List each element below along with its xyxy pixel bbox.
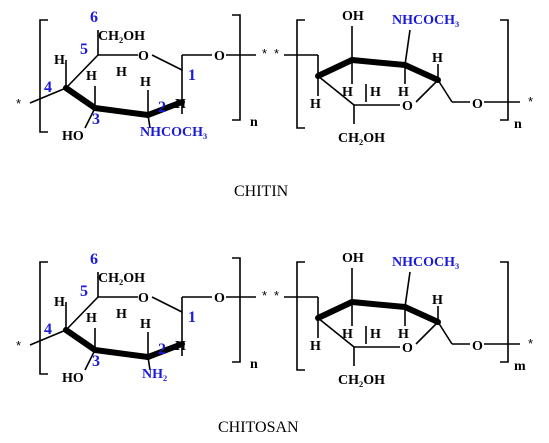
chitosan-right-h1: H [432,293,443,308]
chitosan-right-link-o: O [472,339,483,354]
chitosan-carbon-1: 1 [188,309,196,326]
chitosan-right-bracket-open [296,261,305,371]
chitosan-left-bracket-close [232,257,241,363]
chitosan-carbon-3: 3 [92,353,100,370]
chitin-right-ch2oh: CH₂OH [338,131,385,146]
chitosan-left-h1: H [175,339,186,354]
chitosan-right-ch2oh: CH₂OH [338,373,385,388]
chitosan-structure: CH₂OH O O H H H H H HO NH₂ n 6 5 4 3 2 1… [16,251,533,436]
chitosan-star-right: * [528,336,533,351]
chitin-right-h2: H [398,85,409,100]
chitin-left-h2: H [140,75,151,90]
chitosan-star-mid-a: * [262,288,267,303]
chitosan-star-left: * [16,338,21,353]
chitin-left-ring-o: O [138,49,149,64]
chitosan-right-bracket-close [500,261,509,363]
chitosan-caption: CHITOSAN [218,419,299,436]
chitin-carbon-1: 1 [188,67,196,84]
chitosan-left-ho: HO [62,371,84,386]
chitosan-carbon-6: 6 [90,251,98,268]
chitin-star-mid-b: * [274,46,279,61]
chitin-carbon-3: 3 [92,111,100,128]
chitin-right-h1: H [432,51,443,66]
chitosan-carbon-4: 4 [44,321,52,338]
chitin-left-ho: HO [62,129,84,144]
chitin-left-ring [29,30,256,129]
chitosan-right-ring [284,268,520,366]
chitosan-star-mid-b: * [274,288,279,303]
chitin-star-mid-a: * [262,46,267,61]
chitin-left-nhcoch3: NHCOCH₃ [140,125,207,140]
chitin-left-h1: H [175,97,186,112]
chitin-right-bracket-close [500,19,509,121]
chitin-left-link-o: O [214,49,225,64]
chitosan-left-h3a: H [86,311,97,326]
chitin-carbon-6: 6 [90,9,98,26]
chitosan-left-h5: H [116,307,127,322]
chitosan-left-nh2: NH₂ [142,367,167,382]
chitin-star-left: * [16,96,21,111]
chitosan-right-nhcoch3: NHCOCH₃ [392,255,459,270]
chitin-left-ch2oh: CH₂OH [98,29,145,44]
chitin-right-h3: H [342,85,353,100]
chitosan-right-h5: H [370,327,381,342]
chitin-right-nhcoch3: NHCOCH₃ [392,13,459,28]
chitin-left-subscript-n: n [250,115,258,130]
chitosan-right-ring-o: O [402,341,413,356]
chitosan-left-h2: H [140,317,151,332]
chitin-right-link-o: O [472,97,483,112]
chitosan-left-ring [29,272,256,371]
chitosan-left-link-o: O [214,291,225,306]
chitin-right-h5: H [370,85,381,100]
chitin-right-h4: H [310,97,321,112]
chitin-left-h3a: H [86,69,97,84]
chitosan-carbon-2: 2 [158,341,166,358]
chitin-left-h4: H [54,53,65,68]
chitin-structure: CH₂OH O O H H H H H HO NHCOCH₃ n 6 5 4 3… [16,9,533,200]
chitin-left-bracket-close [232,14,241,121]
chitosan-carbon-5: 5 [80,283,88,300]
chitin-right-oh: OH [342,9,364,24]
chitin-star-right: * [528,94,533,109]
chitosan-right-h3: H [342,327,353,342]
chitin-carbon-4: 4 [44,79,52,96]
chitin-caption: CHITIN [234,183,289,200]
chitin-carbon-2: 2 [158,99,166,116]
chitosan-left-ch2oh: CH₂OH [98,271,145,286]
chitosan-right-h2: H [398,327,409,342]
chitin-right-ring [284,26,520,124]
chitosan-right-h4: H [310,339,321,354]
chitin-left-h5: H [116,65,127,80]
chitosan-left-ring-o: O [138,291,149,306]
chitosan-left-bracket-open [39,261,48,375]
chitosan-left-h4: H [54,295,65,310]
chitin-right-subscript: n [514,117,522,132]
chitin-left-bracket-open [39,19,48,133]
chitosan-right-subscript: m [514,359,526,374]
chitosan-left-subscript-n: n [250,357,258,372]
chitin-carbon-5: 5 [80,41,88,58]
chitin-right-ring-o: O [402,99,413,114]
chitosan-right-oh: OH [342,251,364,266]
chitin-right-bracket-open [296,19,305,129]
